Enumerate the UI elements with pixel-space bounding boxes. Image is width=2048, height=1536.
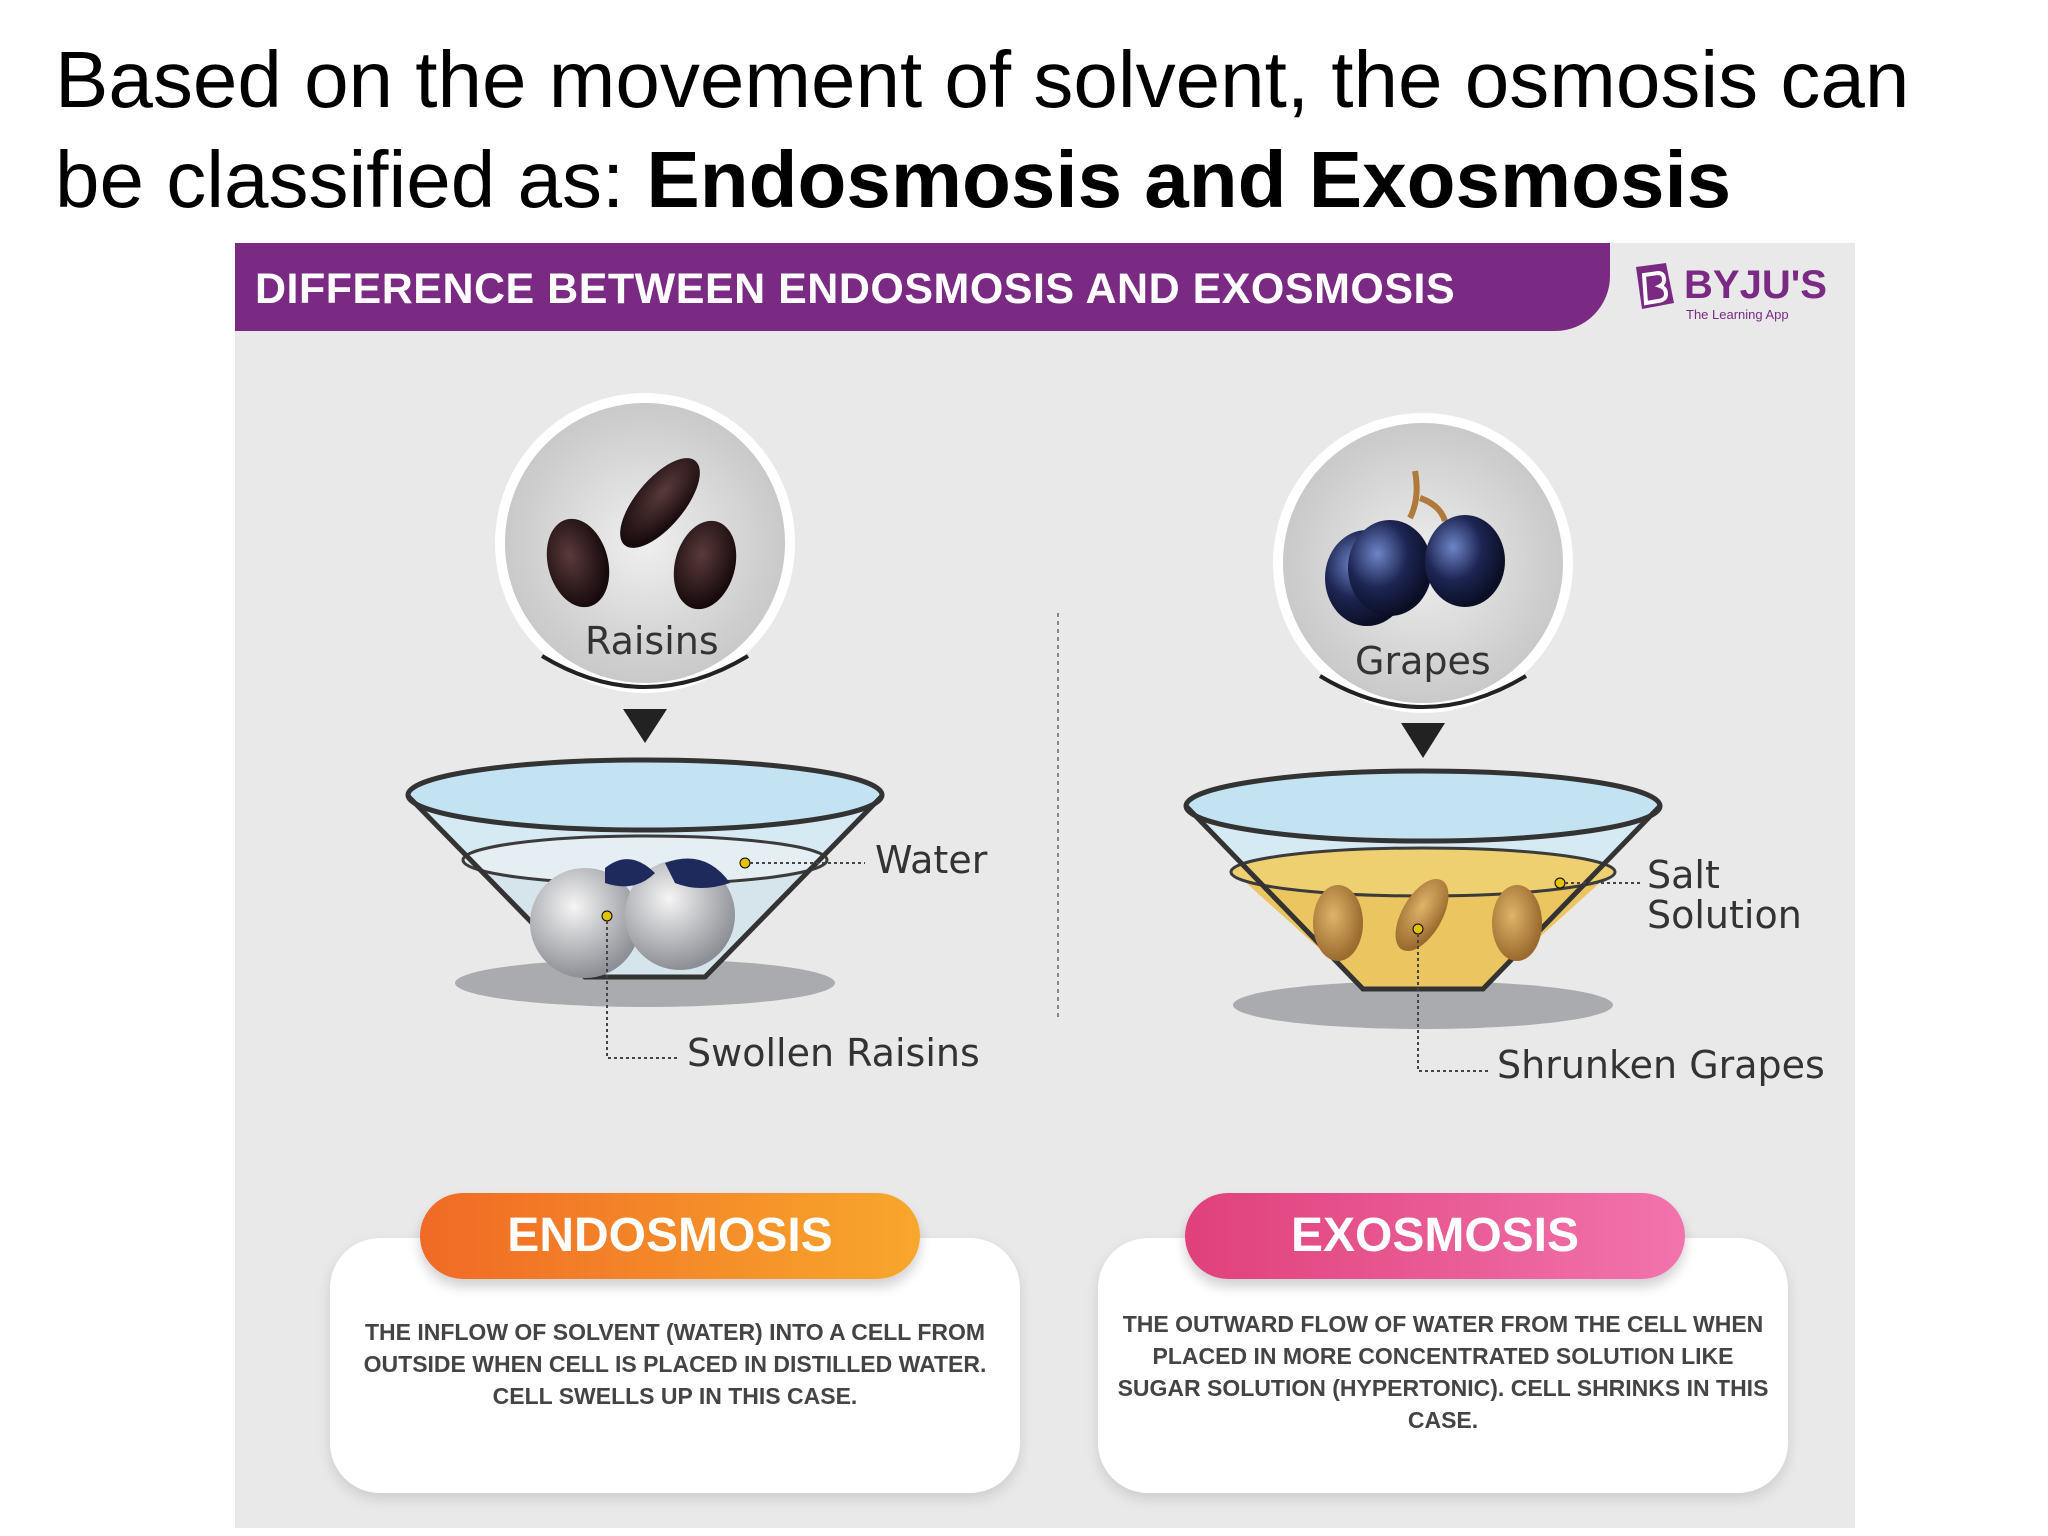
shrunken-grapes-label: Shrunken Grapes <box>1497 1043 1825 1087</box>
endosmosis-card: THE INFLOW OF SOLVENT (WATER) INTO A CEL… <box>330 1238 1020 1493</box>
swollen-raisins-icon <box>530 858 735 978</box>
brand-logo-name: BYJU'S <box>1684 263 1827 307</box>
raisins-label: Raisins <box>585 619 719 663</box>
exosmosis-card: THE OUTWARD FLOW OF WATER FROM THE CELL … <box>1098 1238 1788 1493</box>
endosmosis-description: THE INFLOW OF SOLVENT (WATER) INTO A CEL… <box>363 1319 987 1409</box>
slide-title-text: Based on the movement of solvent, the os… <box>55 35 1910 224</box>
exosmosis-heading: EXOSMOSIS <box>1185 1193 1685 1279</box>
slide-title-bold: Endosmosis and Exosmosis <box>646 135 1732 224</box>
water-bowl <box>405 757 885 1059</box>
slide-title: Based on the movement of solvent, the os… <box>55 30 2015 230</box>
raisins-icon <box>546 458 737 610</box>
salt-label: Salt <box>1647 853 1720 897</box>
shrunken-grapes-icon <box>1313 878 1542 961</box>
osmosis-illustration <box>405 393 1663 1072</box>
grapes-label: Grapes <box>1355 639 1491 683</box>
raisins-circle <box>495 393 795 743</box>
banner: DIFFERENCE BETWEEN ENDOSMOSIS AND EXOSMO… <box>235 243 1610 331</box>
water-label: Water <box>875 838 988 882</box>
grapes-icon <box>1325 470 1505 626</box>
endosmosis-heading: ENDOSMOSIS <box>420 1193 920 1279</box>
solution-label: Solution <box>1647 893 1802 937</box>
brand-logo-mark-icon <box>1636 263 1674 309</box>
grapes-circle <box>1273 413 1573 758</box>
brand-logo-tagline: The Learning App <box>1686 307 1789 322</box>
salt-solution-bowl <box>1183 768 1663 1072</box>
swollen-raisins-label: Swollen Raisins <box>687 1031 980 1075</box>
banner-title: DIFFERENCE BETWEEN ENDOSMOSIS AND EXOSMO… <box>255 265 1456 313</box>
exosmosis-description: THE OUTWARD FLOW OF WATER FROM THE CELL … <box>1117 1311 1769 1433</box>
infographic-panel: DIFFERENCE BETWEEN ENDOSMOSIS AND EXOSMO… <box>235 243 1855 1528</box>
